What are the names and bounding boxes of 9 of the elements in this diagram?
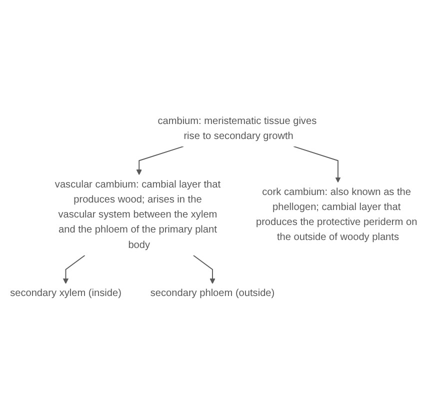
arrow: [192, 254, 216, 284]
arrow: [62, 254, 86, 284]
node-label: vascular cambium: cambial layer that produces wood; arises in the vascular system between the xylem and the phloem of the primary plant body: [54, 179, 221, 250]
arrow: [136, 146, 184, 176]
arrow: [293, 146, 341, 183]
text-node: secondary phloem (outside): [145, 284, 280, 304]
text-node: secondary xylem (inside): [5, 284, 126, 304]
node-label: cork cambium: also known as the phellogen; cambial layer that produces the protective periderm on the outside of woody plants: [256, 186, 418, 243]
node-label: cambium: meristematic tissue gives rise to secondary growth: [158, 116, 317, 142]
